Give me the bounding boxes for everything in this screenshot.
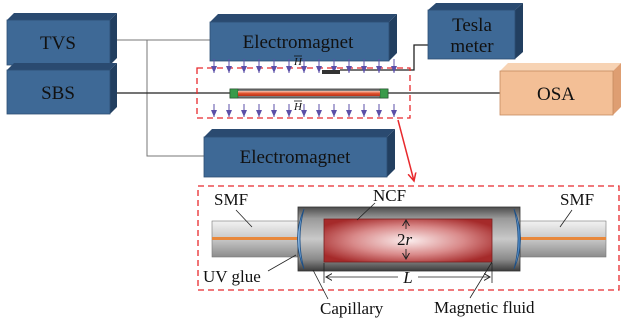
- capillary-label: Capillary: [320, 299, 384, 318]
- smf-right-core: [514, 237, 606, 240]
- ncf-pointer: [356, 202, 376, 221]
- uv-glue-label: UV glue: [203, 267, 261, 286]
- tvs-label: TVS: [40, 33, 76, 54]
- tesla-meter-label-line2: meter: [450, 36, 494, 57]
- uv-glue-right: [513, 208, 521, 270]
- uv-glue-left: [297, 208, 305, 270]
- sensor-fiber: [229, 88, 389, 99]
- capillary-pointer: [312, 269, 329, 300]
- electromagnet-top-box: Electromagnet: [209, 14, 397, 62]
- sensor-region-dashed-box: [196, 67, 411, 119]
- ncf-label: NCF: [373, 186, 406, 205]
- sbs-label: SBS: [41, 83, 75, 104]
- magnetic-fluid-label: Magnetic fluid: [434, 298, 535, 317]
- field-symbol-bottom: H: [293, 101, 303, 113]
- smf-right-pointer: [559, 209, 573, 228]
- smf-left-pointer: [235, 209, 253, 228]
- smf-left-label: SMF: [214, 190, 248, 209]
- field-symbol-top: H: [293, 56, 303, 68]
- tvs-to-lower-electromagnet-line: [146, 40, 204, 157]
- electromagnet-top-label: Electromagnet: [243, 32, 355, 53]
- electromagnet-bottom-box: Electromagnet: [203, 129, 395, 178]
- tesla-meter-probe: [322, 70, 340, 74]
- connection-lines: [110, 39, 210, 157]
- zoom-arrow: [397, 119, 414, 181]
- length-label: L: [402, 268, 412, 287]
- detail-structure: [211, 206, 607, 272]
- uv-glue-pointer: [267, 254, 297, 272]
- diameter-number: 2: [397, 230, 406, 249]
- tvs-box: TVS: [6, 13, 117, 66]
- magnetic-fluid-pointer: [469, 261, 493, 299]
- smf-right-label: SMF: [560, 190, 594, 209]
- electromagnet-bottom-label: Electromagnet: [240, 147, 352, 168]
- osa-label: OSA: [537, 84, 575, 105]
- osa-box: OSA: [499, 63, 621, 116]
- detail-dashed-box: [197, 185, 620, 291]
- tesla-meter-box: Tesla meter: [427, 3, 523, 60]
- magnetic-field-arrows-bottom: [211, 104, 397, 117]
- smf-left-core: [212, 237, 304, 240]
- diameter-label: 2r: [397, 230, 413, 249]
- tesla-meter-label-line1: Tesla: [452, 15, 492, 36]
- sbs-box: SBS: [6, 63, 117, 115]
- diameter-variable: r: [406, 230, 413, 249]
